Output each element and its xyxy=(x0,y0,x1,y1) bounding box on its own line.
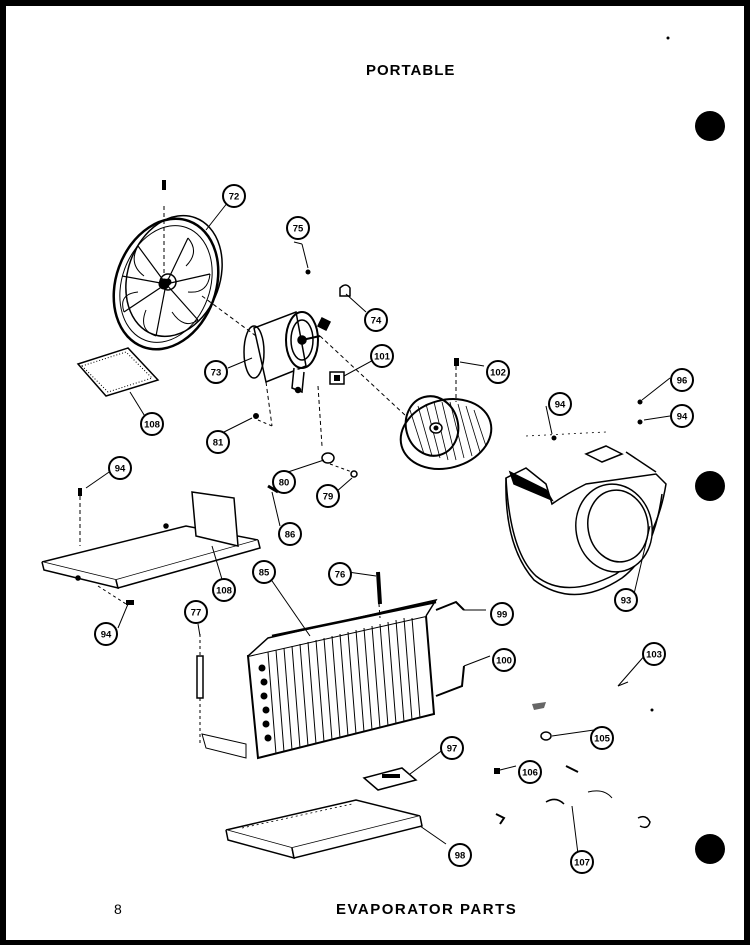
callout-label: 85 xyxy=(259,568,270,579)
callout-label: 94 xyxy=(677,412,688,423)
callout-86: 86 xyxy=(278,522,302,546)
callout-label: 72 xyxy=(229,192,240,203)
callout-100: 100 xyxy=(492,648,516,672)
callout-102: 102 xyxy=(486,360,510,384)
callout-label: 93 xyxy=(621,596,632,607)
callout-label: 102 xyxy=(490,368,506,379)
filter-pad-part xyxy=(76,347,160,397)
callout-94: 94 xyxy=(108,456,132,480)
parts-sheet: PORTABLE xyxy=(6,6,744,940)
fan-blade-part xyxy=(112,214,223,351)
callout-label: 76 xyxy=(335,570,346,581)
callout-85: 85 xyxy=(252,560,276,584)
callout-label: 101 xyxy=(374,352,391,363)
callout-103: 103 xyxy=(642,642,666,666)
blower-wheel-part xyxy=(399,395,493,470)
callout-label: 100 xyxy=(496,656,512,667)
callout-label: 96 xyxy=(677,376,688,387)
callout-label: 94 xyxy=(115,464,126,475)
callout-label: 99 xyxy=(497,610,508,621)
callout-97: 97 xyxy=(440,736,464,760)
drain-pan-part xyxy=(225,799,423,860)
evaporator-coil-part xyxy=(246,598,438,760)
callout-label: 86 xyxy=(285,530,296,541)
base-plate-part xyxy=(41,491,261,590)
callout-72: 72 xyxy=(222,184,246,208)
callout-label: 73 xyxy=(211,368,222,379)
callout-label: 77 xyxy=(191,608,202,619)
binder-hole xyxy=(695,111,725,141)
callout-94: 94 xyxy=(670,404,694,428)
page-number: 8 xyxy=(114,901,123,917)
callout-108: 108 xyxy=(140,412,164,436)
page-header-title: PORTABLE xyxy=(366,62,456,79)
binder-hole xyxy=(695,834,725,864)
motor-part xyxy=(243,310,332,394)
callout-74: 74 xyxy=(364,308,388,332)
callout-107: 107 xyxy=(570,850,594,874)
callout-label: 108 xyxy=(216,586,232,597)
callout-label: 74 xyxy=(371,316,382,327)
callout-99: 99 xyxy=(490,602,514,626)
callout-label: 97 xyxy=(447,744,458,755)
callout-98: 98 xyxy=(448,843,472,867)
callout-75: 75 xyxy=(286,216,310,240)
blower-scroll-part xyxy=(505,431,667,596)
callout-label: 80 xyxy=(279,478,290,489)
callout-106: 106 xyxy=(518,760,542,784)
callout-label: 107 xyxy=(574,858,590,869)
callout-79: 79 xyxy=(316,484,340,508)
exploded-parts-diagram: 72 73 74 75 101 102 108 81 80 79 94 86 94 96 94 108 94 85… xyxy=(41,36,725,874)
callout-label: 106 xyxy=(522,768,538,779)
callout-label: 103 xyxy=(646,650,662,661)
part-callouts: 72 73 74 75 101 102 108 81 80 79 94 86 94 96 94 108 94 85… xyxy=(94,184,694,874)
callout-105: 105 xyxy=(590,726,614,750)
callout-77: 77 xyxy=(184,600,208,624)
callout-93: 93 xyxy=(614,588,638,612)
callout-label: 94 xyxy=(555,400,566,411)
callout-101: 101 xyxy=(370,344,394,368)
callout-73: 73 xyxy=(204,360,228,384)
callout-96: 96 xyxy=(670,368,694,392)
callout-label: 105 xyxy=(594,734,611,745)
leader-lines xyxy=(85,201,671,855)
callout-label: 94 xyxy=(101,630,112,641)
callout-label: 81 xyxy=(213,438,224,449)
callout-76: 76 xyxy=(328,562,352,586)
callout-label: 108 xyxy=(144,420,160,431)
binder-hole xyxy=(695,471,725,501)
callout-label: 98 xyxy=(455,851,466,862)
callout-108: 108 xyxy=(212,578,236,602)
callout-80: 80 xyxy=(272,470,296,494)
callout-81: 81 xyxy=(206,430,230,454)
callout-94: 94 xyxy=(548,392,572,416)
callout-94: 94 xyxy=(94,622,118,646)
page-footer-title: EVAPORATOR PARTS xyxy=(336,901,518,918)
callout-label: 75 xyxy=(293,224,304,235)
callout-label: 79 xyxy=(323,492,334,503)
